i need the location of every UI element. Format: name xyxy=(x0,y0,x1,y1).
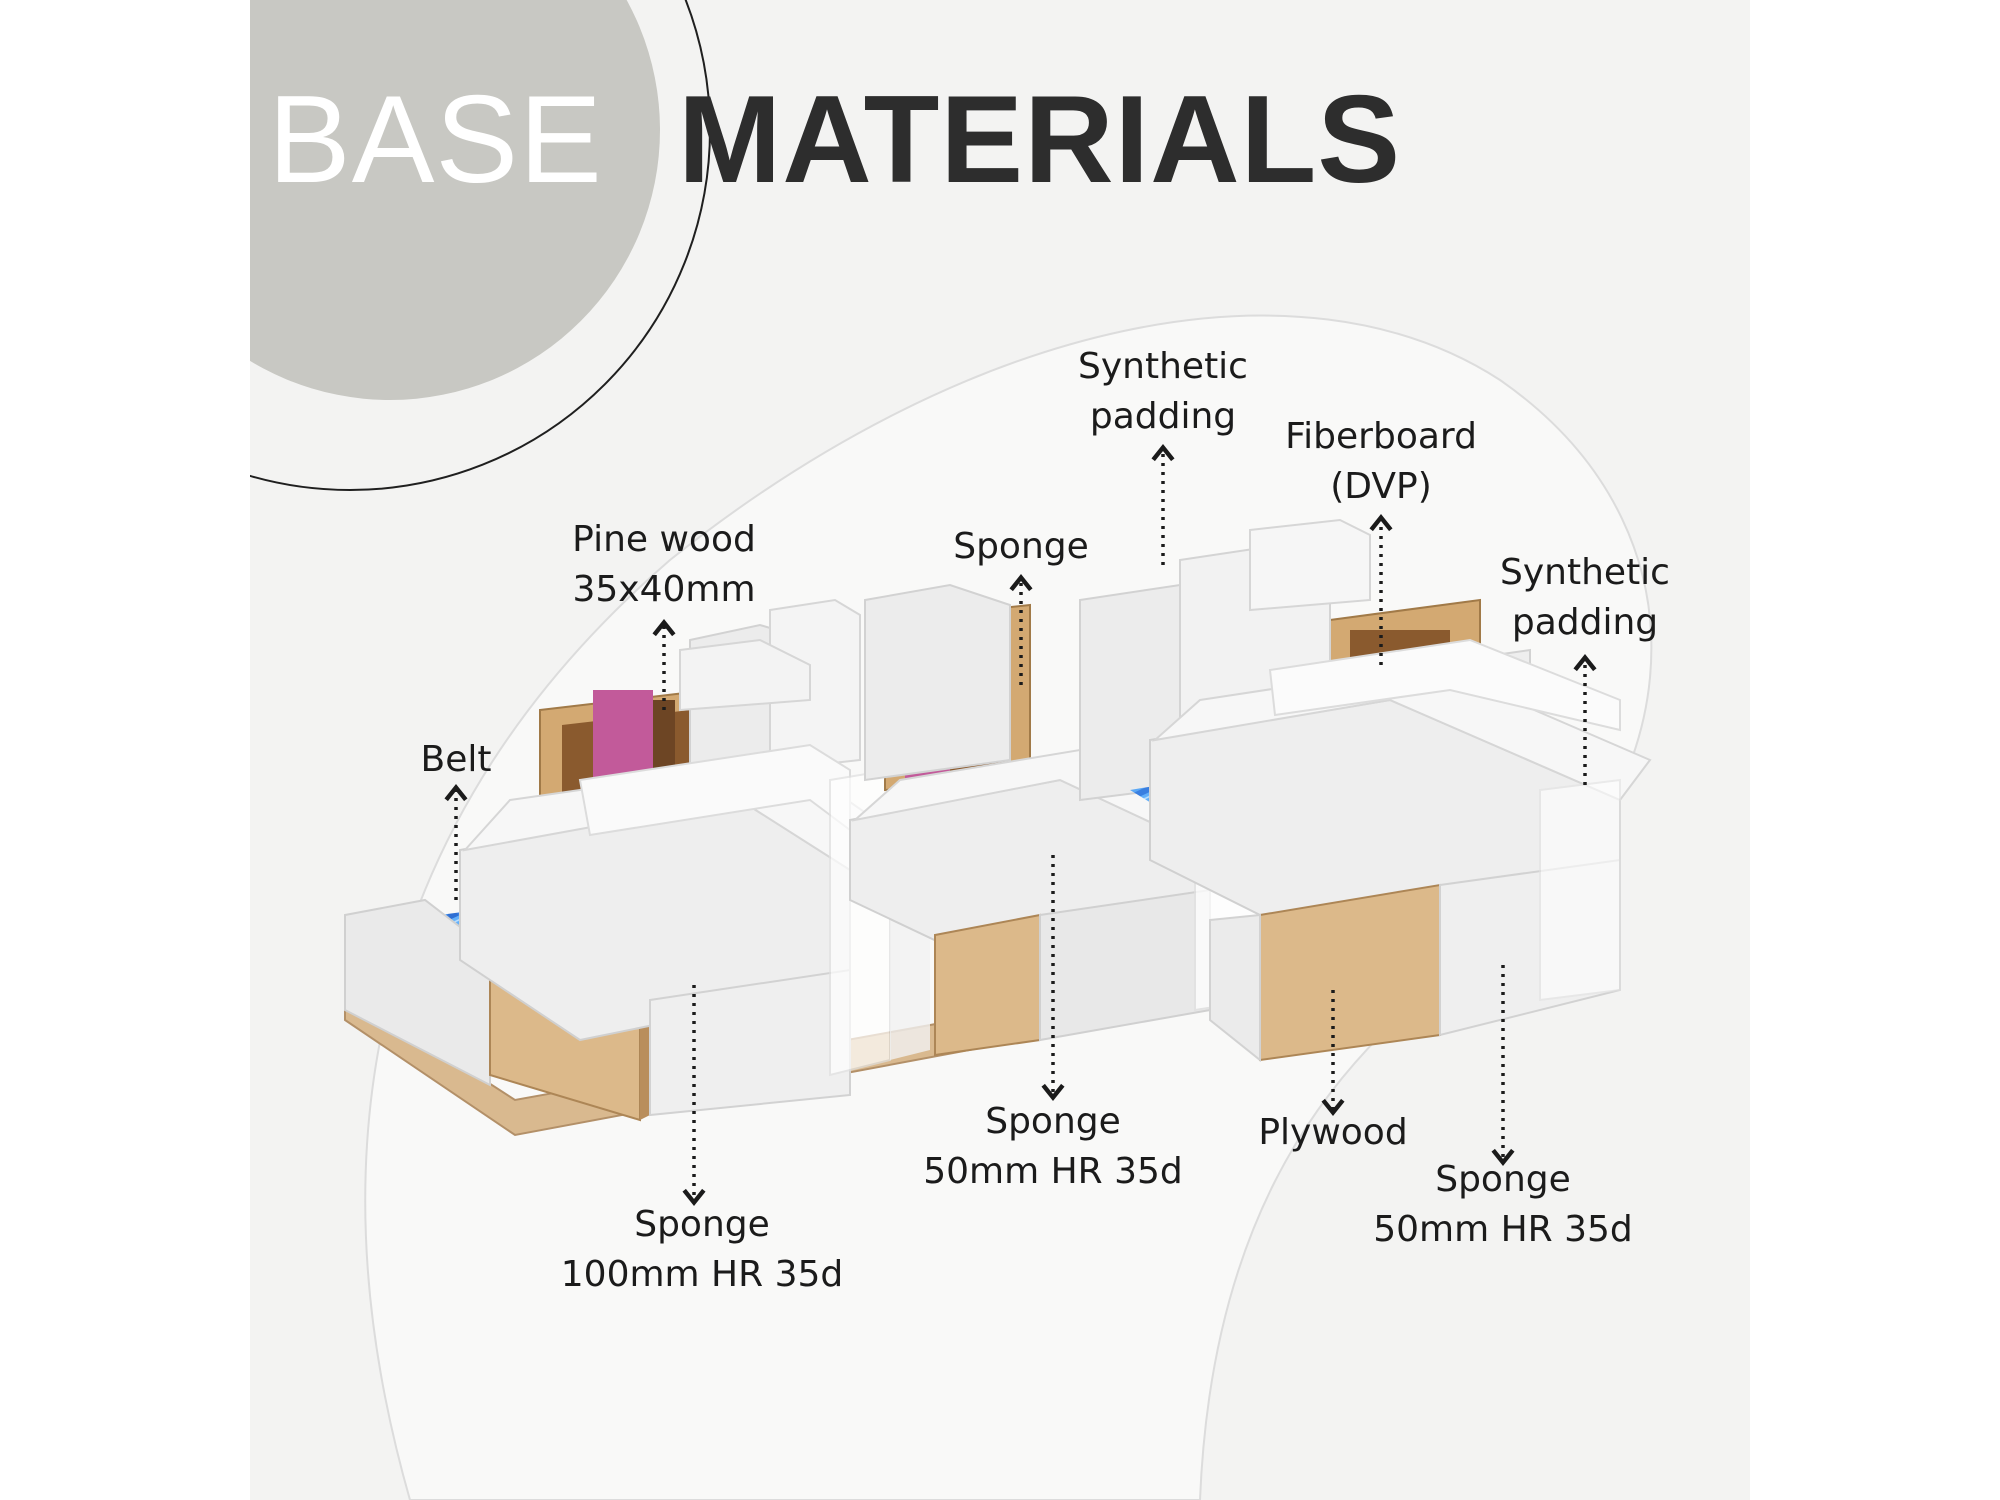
label-sponge-100mm: Sponge 100mm HR 35d xyxy=(561,1200,843,1300)
label-belt: Belt xyxy=(421,735,492,785)
label-line: Plywood xyxy=(1258,1112,1408,1153)
sofa-base-illustration xyxy=(250,0,1653,1500)
label-sponge-50mm-middle: Sponge 50mm HR 35d xyxy=(923,1097,1183,1197)
label-sponge-50mm-right: Sponge 50mm HR 35d xyxy=(1373,1155,1633,1255)
accent-circle xyxy=(250,0,660,400)
left-front-sponge xyxy=(649,968,851,1117)
label-line: padding xyxy=(1511,602,1659,643)
right-wood-box xyxy=(1259,883,1441,1062)
label-synthetic-padding-right: Synthetic padding xyxy=(1500,548,1670,648)
label-line: (DVP) xyxy=(1330,466,1432,507)
label-line: Fiberboard xyxy=(1285,416,1477,457)
label-line: Pine wood xyxy=(572,519,756,560)
label-line: Synthetic xyxy=(1500,552,1670,593)
label-line: 50mm HR 35d xyxy=(1373,1209,1633,1250)
label-line: 35x40mm xyxy=(572,569,756,610)
label-sponge-top: Sponge xyxy=(953,522,1089,572)
label-line: Synthetic xyxy=(1078,346,1248,387)
middle-wood-box xyxy=(934,913,1041,1057)
title-base-word: BASE xyxy=(268,71,603,209)
label-line: padding xyxy=(1089,396,1237,437)
label-fiberboard: Fiberboard (DVP) xyxy=(1285,412,1477,512)
label-line: Sponge xyxy=(985,1101,1121,1142)
label-line: 50mm HR 35d xyxy=(923,1151,1183,1192)
label-line: Sponge xyxy=(634,1204,770,1245)
label-line: Sponge xyxy=(1435,1159,1571,1200)
infographic-canvas: BASE MATERIALS Belt Pine wood 35x40mm Sp… xyxy=(250,0,1750,1500)
leader-arrows xyxy=(444,444,1597,1206)
label-line: Sponge xyxy=(953,526,1089,567)
label-plywood: Plywood xyxy=(1258,1108,1407,1158)
label-synthetic-padding-top: Synthetic padding xyxy=(1078,342,1248,442)
accent-circle-outline xyxy=(250,0,711,491)
label-line: 100mm HR 35d xyxy=(560,1254,844,1295)
label-line: Belt xyxy=(420,739,492,780)
label-pine-wood: Pine wood 35x40mm xyxy=(572,515,756,615)
title-materials-word: MATERIALS xyxy=(678,71,1402,209)
